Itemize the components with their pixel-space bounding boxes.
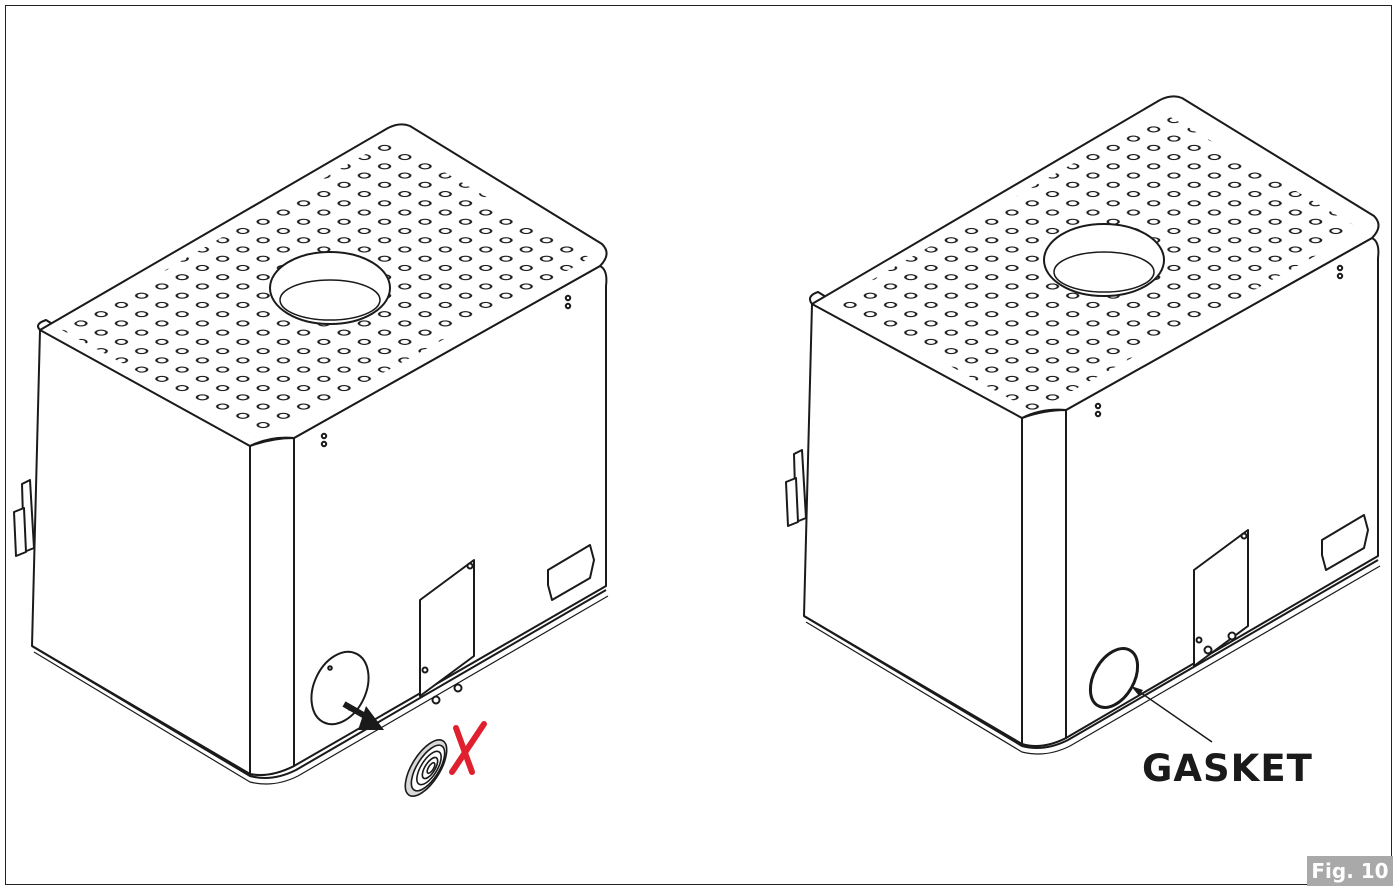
gasket-label: GASKET (1142, 747, 1313, 790)
right-stove-housing (785, 95, 1381, 755)
figure-number-badge: Fig. 10 (1307, 856, 1393, 886)
x-mark-icon (449, 721, 487, 775)
left-stove-housing (13, 123, 609, 785)
arrow-icon (342, 701, 384, 730)
figure-frame (5, 5, 1392, 885)
gasket-leader-line (1131, 686, 1213, 743)
round-grille-icon (404, 739, 448, 797)
